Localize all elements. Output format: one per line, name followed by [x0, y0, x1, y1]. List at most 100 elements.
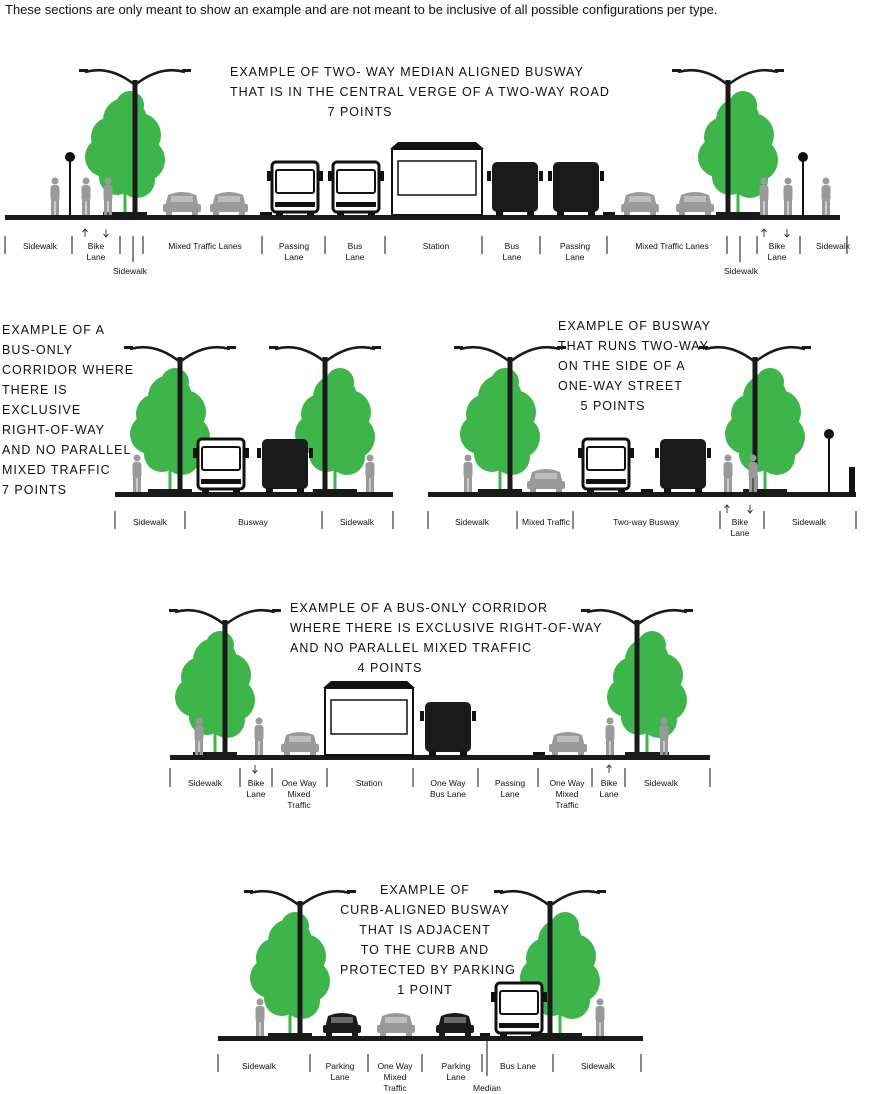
bus-rear-icon	[548, 162, 604, 216]
title-line: THAT IS ADJACENT	[359, 923, 491, 937]
car-icon	[527, 469, 565, 492]
title-line: RIGHT-OF-WAY	[2, 423, 105, 437]
lane-label: Parking Lane	[325, 1061, 355, 1082]
title-line: 5 POINTS	[580, 399, 646, 413]
pedestrian-icon	[759, 177, 769, 215]
curb-median	[260, 212, 272, 215]
lane-label: Bike Lane	[767, 241, 787, 262]
lane-label: Two-way Busway	[613, 517, 679, 527]
car-icon	[676, 192, 714, 215]
lane-label: Busway	[238, 517, 268, 527]
pedestrian-icon	[748, 454, 758, 492]
street-tree-with-lamp	[79, 68, 191, 215]
bus-front-icon	[193, 437, 249, 493]
title-line: CORRIDOR WHERE	[2, 363, 135, 377]
lane-label: Sidewalk	[815, 241, 851, 251]
disclaimer-note: These sections are only meant to show an…	[5, 2, 718, 17]
lane-label: Sidewalk	[22, 241, 58, 251]
lane-label: Passing Lane	[494, 778, 526, 799]
pedestrian-icon	[255, 998, 265, 1036]
title-line: THAT RUNS TWO-WAY	[558, 339, 710, 353]
title-line: EXAMPLE OF BUSWAY	[558, 319, 712, 333]
title-line: EXAMPLE OF TWO- WAY MEDIAN ALIGNED BUSWA…	[230, 65, 584, 79]
car-icon	[621, 192, 659, 215]
lane-label: Bus Lane	[345, 241, 365, 262]
lane-label: Bus Lane	[502, 241, 522, 262]
title-line: ONE-WAY STREET	[558, 379, 683, 393]
bus-rear-icon	[257, 439, 313, 493]
section-title-two-way-median: EXAMPLE OF TWO- WAY MEDIAN ALIGNED BUSWA…	[230, 62, 610, 122]
lane-label: Mixed Traffic	[521, 517, 571, 527]
pedestrian-icon	[723, 454, 733, 492]
lane-label: Mixed Traffic Lanes	[168, 241, 242, 251]
street-tree-with-lamp	[269, 345, 381, 492]
roadway-ground	[115, 492, 393, 497]
car-icon	[163, 192, 201, 215]
lane-label: Passing Lane	[278, 241, 310, 262]
lane-label: One Way Mixed Traffic	[549, 778, 585, 810]
lane-label: Station	[422, 241, 450, 251]
roadway-ground	[170, 755, 710, 760]
title-line: EXCLUSIVE	[2, 403, 82, 417]
title-line: THAT IS IN THE CENTRAL VERGE OF A TWO-WA…	[230, 85, 610, 99]
lane-label: Bike Lane	[730, 517, 750, 538]
pedestrian-icon	[783, 177, 793, 215]
street-tree-with-lamp	[244, 889, 356, 1036]
station-icon	[390, 142, 484, 216]
pedestrian-icon	[194, 717, 204, 755]
bus-front-icon	[267, 160, 323, 216]
pedestrian-icon	[254, 717, 264, 755]
lane-label: One Way Bus Lane	[430, 778, 466, 799]
curb-median	[480, 1033, 490, 1036]
curb-wall	[849, 467, 855, 492]
title-line: MIXED TRAFFIC	[2, 463, 111, 477]
pedestrian-icon	[103, 177, 113, 215]
car-icon	[377, 1013, 415, 1036]
arrow-down-icon	[784, 229, 790, 238]
curb-median	[603, 212, 615, 215]
title-line: PROTECTED BY PARKING	[340, 963, 516, 977]
pedestrian-icon	[659, 717, 669, 755]
pedestrian-icon	[605, 717, 615, 755]
arrow-down-icon	[252, 765, 258, 774]
lane-label: Passing Lane	[559, 241, 591, 262]
arrow-down-icon	[747, 505, 753, 514]
arrow-up-icon	[761, 228, 767, 237]
title-line: EXAMPLE OF A BUS-ONLY CORRIDOR	[290, 601, 549, 615]
bus-front-icon	[578, 437, 634, 493]
lane-label: Sidewalk	[791, 517, 827, 527]
sign-post-icon	[824, 429, 834, 492]
arrow-up-icon	[606, 764, 612, 773]
lane-label: Bike Lane	[599, 778, 619, 799]
car-icon	[281, 732, 319, 755]
title-line: 4 POINTS	[357, 661, 423, 675]
title-line: 7 POINTS	[327, 105, 393, 119]
car-icon	[323, 1013, 361, 1036]
roadway-ground	[428, 492, 856, 497]
lane-label: Sidewalk	[339, 517, 375, 527]
title-line: TO THE CURB AND	[360, 943, 490, 957]
car-icon	[210, 192, 248, 215]
street-tree-with-lamp	[699, 345, 811, 492]
lane-label: Mixed Traffic Lanes	[635, 241, 709, 251]
lane-label: Sidewalk	[580, 1061, 616, 1071]
title-line: AND NO PARALLEL	[2, 443, 132, 457]
lane-label: Bike Lane	[86, 241, 106, 262]
car-icon	[436, 1013, 474, 1036]
arrow-up-icon	[82, 228, 88, 237]
lane-label: Sidewalk	[454, 517, 490, 527]
title-line: 1 POINT	[397, 983, 453, 997]
lane-label: One Way Mixed Traffic	[281, 778, 317, 810]
street-tree-with-lamp	[672, 68, 784, 215]
pedestrian-icon	[821, 177, 831, 215]
lane-label: Median	[473, 1083, 501, 1093]
roadway-ground	[218, 1036, 643, 1041]
curb-median	[533, 752, 545, 755]
bus-rear-icon	[655, 439, 711, 493]
street-tree-with-lamp	[581, 608, 693, 755]
